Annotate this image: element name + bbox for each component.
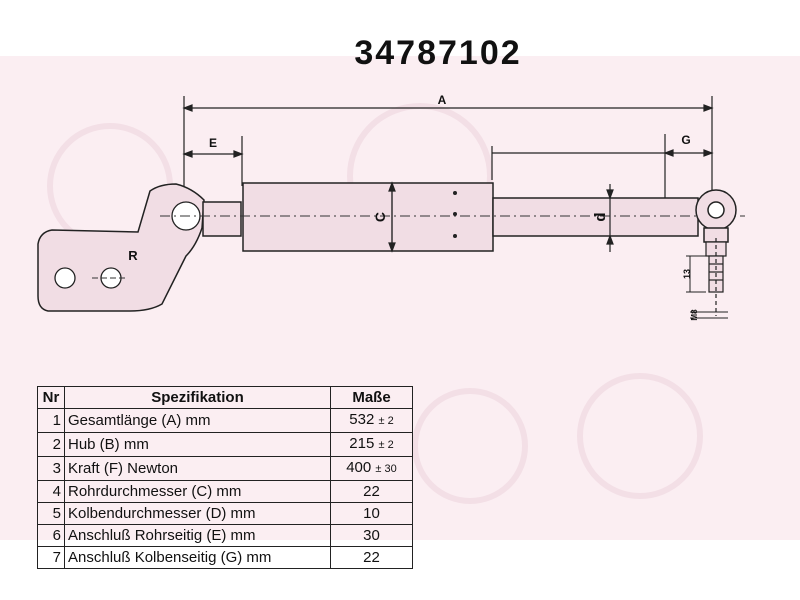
label-a: A (438, 93, 447, 107)
dimension-e (182, 136, 244, 186)
table-row: 2 Hub (B) mm 215 ± 2 (37, 432, 413, 457)
drawing-sheet: 34787102 (0, 34, 800, 569)
bracket (37, 183, 242, 312)
cylinder-tube (242, 182, 494, 252)
label-r: R (128, 248, 138, 263)
header-spec: Spezifikation (64, 386, 331, 409)
label-g: G (681, 133, 690, 147)
table-row: 4 Rohrdurchmesser (C) mm 22 (37, 480, 413, 503)
row-value: 215 ± 2 (330, 432, 413, 457)
dimension-d (606, 184, 614, 252)
mount-hole-1 (54, 267, 76, 289)
row-spec: Hub (B) mm (64, 432, 331, 457)
row-spec: Anschluß Rohrseitig (E) mm (64, 524, 331, 547)
row-value: 532 ± 2 (330, 408, 413, 433)
row-nr: 7 (37, 546, 65, 569)
label-d: d (592, 212, 609, 221)
table-header-row: Nr Spezifikation Maße (37, 386, 413, 409)
row-nr: 4 (37, 480, 65, 503)
table-row: 5 Kolbendurchmesser (D) mm 10 (37, 502, 413, 525)
label-thread-height: 13 (682, 269, 692, 279)
row-value: 400 ± 30 (330, 456, 413, 481)
dimension-a (182, 96, 714, 246)
header-value: Maße (330, 386, 413, 409)
rod-eye (695, 189, 737, 243)
table-row: 3 Kraft (F) Newton 400 ± 30 (37, 456, 413, 481)
part-number: 34787102 (354, 34, 521, 72)
threaded-stud (705, 238, 727, 316)
piston-rod (492, 197, 699, 237)
row-spec: Kraft (F) Newton (64, 456, 331, 481)
gas-spring-drawing: 34787102 (37, 34, 745, 504)
row-nr: 3 (37, 456, 65, 481)
label-c: C (372, 212, 388, 222)
tube-marks (453, 191, 457, 238)
dimension-c (388, 181, 396, 253)
row-value: 30 (330, 524, 413, 547)
row-value: 22 (330, 546, 413, 569)
table-row: 1 Gesamtlänge (A) mm 532 ± 2 (37, 408, 413, 433)
table-row: 7 Anschluß Kolbenseitig (G) mm 22 (37, 546, 413, 569)
row-nr: 1 (37, 408, 65, 433)
row-nr: 2 (37, 432, 65, 457)
row-spec: Gesamtlänge (A) mm (64, 408, 331, 433)
dimension-g (491, 134, 714, 206)
header-nr: Nr (37, 386, 65, 409)
label-e: E (209, 136, 217, 150)
specification-table: Nr Spezifikation Maße 1 Gesamtlänge (A) … (37, 386, 413, 569)
row-value: 22 (330, 480, 413, 503)
row-nr: 6 (37, 524, 65, 547)
table-row: 6 Anschluß Rohrseitig (E) mm 30 (37, 524, 413, 547)
row-spec: Kolbendurchmesser (D) mm (64, 502, 331, 525)
row-value: 10 (330, 502, 413, 525)
row-spec: Rohrdurchmesser (C) mm (64, 480, 331, 503)
label-thread-size: M8 (690, 309, 699, 321)
row-nr: 5 (37, 502, 65, 525)
row-spec: Anschluß Kolbenseitig (G) mm (64, 546, 331, 569)
